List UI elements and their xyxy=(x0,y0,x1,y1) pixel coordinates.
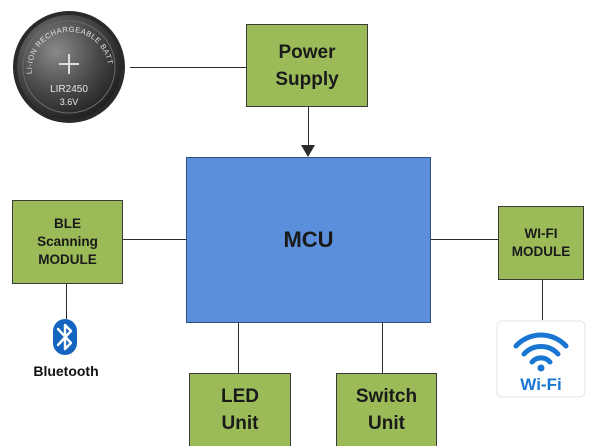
switch-unit-block: Switch Unit xyxy=(336,373,437,446)
wifi-module-label-line1: WI-FI xyxy=(524,226,558,241)
wifi-icon xyxy=(513,332,569,365)
ble-label-line1: BLE xyxy=(54,216,81,231)
power-supply-block: Power Supply xyxy=(246,24,368,107)
wifi-wordmark: Wi-Fi xyxy=(520,375,561,394)
bluetooth-wordmark: Bluetooth xyxy=(33,363,98,379)
bluetooth-logo: Bluetooth xyxy=(33,319,99,379)
ble-to-bluetooth-line xyxy=(66,284,67,319)
power-supply-label-line2: Supply xyxy=(275,68,339,90)
switch-label-line1: Switch xyxy=(355,386,418,407)
ble-to-mcu-line xyxy=(123,239,186,240)
power-supply-label-line1: Power xyxy=(278,41,336,63)
wifi-module-to-wifi-logo-line xyxy=(542,280,543,320)
ble-label-line2: Scanning xyxy=(37,234,98,249)
mcu-label: MCU xyxy=(283,227,334,252)
mcu-block: MCU xyxy=(186,157,431,323)
ble-label-line3: MODULE xyxy=(38,252,97,267)
power-to-mcu-line xyxy=(308,107,309,147)
battery-voltage-text: 3.6V xyxy=(60,97,79,107)
wifi-logo: Wi-Fi xyxy=(496,320,586,398)
battery-image: LI-ION RECHARGEABLE BATTERY LIR2450 3.6V xyxy=(10,8,125,123)
led-unit-block: LED Unit xyxy=(189,373,291,446)
power-to-mcu-arrowhead xyxy=(301,145,315,157)
wifi-module-label-line2: MODULE xyxy=(511,244,571,259)
mcu-to-wifi-line xyxy=(431,239,498,240)
ble-scanning-module-block: BLE Scanning MODULE xyxy=(12,200,123,284)
battery-model-text: LIR2450 xyxy=(50,84,88,95)
led-label-line2: Unit xyxy=(221,413,259,434)
switch-label-line2: Unit xyxy=(368,413,405,434)
mcu-to-switch-line xyxy=(382,323,383,373)
led-label-line1: LED xyxy=(221,386,259,407)
battery-to-power-line xyxy=(130,67,246,68)
wifi-module-block: WI-FI MODULE xyxy=(498,206,584,280)
mcu-to-led-line xyxy=(238,323,239,373)
